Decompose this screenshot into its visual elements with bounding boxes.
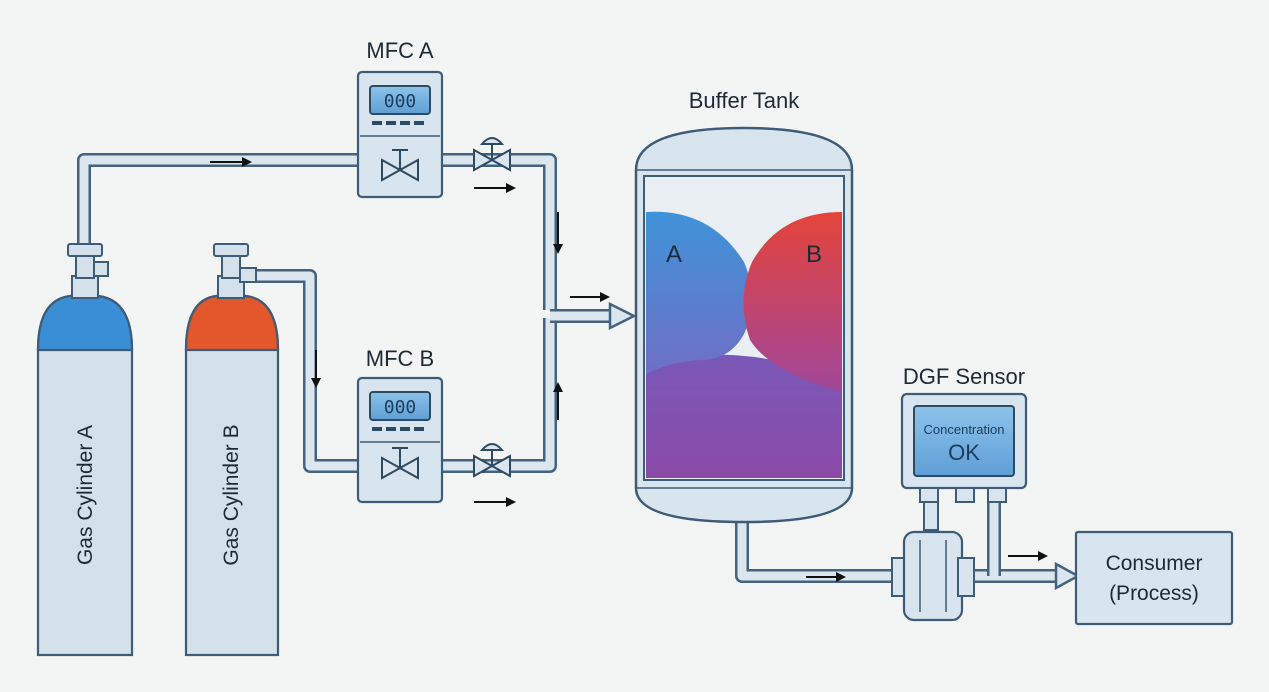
consumer-label-line1: Consumer <box>1106 552 1203 575</box>
tank-inlet-arrowhead <box>608 301 637 331</box>
gas-cylinder-b: Gas Cylinder B <box>184 243 280 657</box>
cylinder-a-cap <box>36 294 134 352</box>
cylinder-a-label: Gas Cylinder A <box>74 425 97 565</box>
buffer-tank: Buffer Tank A B <box>634 88 854 524</box>
mfc-a-screen <box>369 85 431 115</box>
mfc-b-label: MFC B <box>366 346 434 371</box>
buffer-tank-label: Buffer Tank <box>689 88 800 113</box>
tank-zone-a-label: A <box>666 241 682 268</box>
cylinder-a-valve-icon <box>67 243 103 257</box>
mfc-b-indicator-dashes <box>372 427 424 431</box>
consumer-inlet-arrowhead <box>1054 561 1081 591</box>
cylinder-b-valve-icon <box>213 243 249 257</box>
flow-arrows <box>210 157 1048 582</box>
mfc-a-indicator-dashes <box>372 121 424 125</box>
valve-b-icon <box>473 443 511 478</box>
mfc-a-label: MFC A <box>366 38 434 63</box>
flow-cell <box>891 530 975 622</box>
consumer-label-line2: (Process) <box>1109 582 1199 605</box>
gas-cylinder-a: Gas Cylinder A <box>36 243 134 657</box>
dgf-sensor: DGF Sensor Concentration OK <box>891 364 1028 622</box>
tank-mix-region <box>646 354 842 478</box>
tank-region-b <box>743 212 842 392</box>
mfc-a: MFC A 000 <box>356 38 444 199</box>
cylinder-a-neck <box>71 275 99 299</box>
dgf-sensor-screen <box>913 405 1015 477</box>
tank-zone-b-label: B <box>806 241 822 268</box>
mfc-b-display: 000 <box>384 397 417 418</box>
cylinder-b-cap <box>184 294 280 352</box>
tank-region-a <box>646 211 752 374</box>
valve-a-icon <box>473 137 511 172</box>
dgf-sensor-screen-line1: Concentration <box>924 422 1005 437</box>
mfc-b-screen <box>369 391 431 421</box>
dgf-sensor-screen-line2: OK <box>948 440 980 465</box>
dgf-sensor-label: DGF Sensor <box>903 364 1025 389</box>
mfc-a-valve-icon <box>381 149 419 182</box>
sensor-connectors <box>919 487 1007 503</box>
cylinder-b-label: Gas Cylinder B <box>220 424 243 565</box>
consumer-process: Consumer (Process) <box>1074 530 1234 626</box>
consumer-box <box>1074 530 1234 626</box>
mfc-b-valve-icon <box>381 447 419 480</box>
mfc-b: MFC B 000 <box>356 346 444 504</box>
mfc-a-display: 000 <box>384 91 417 112</box>
